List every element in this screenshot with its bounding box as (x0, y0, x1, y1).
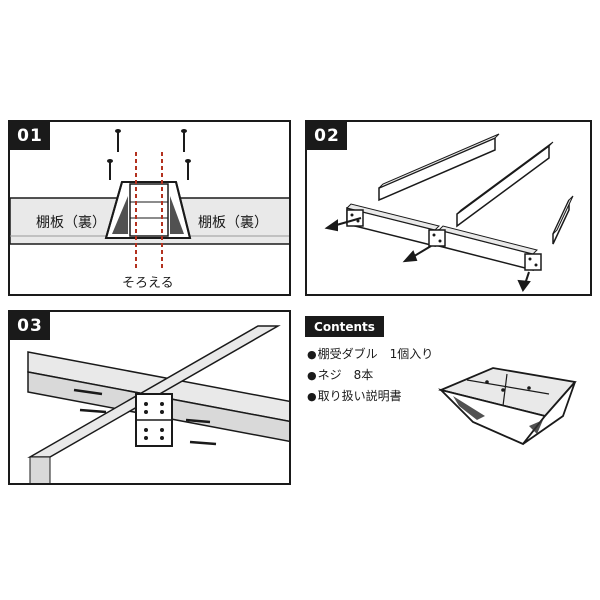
upper-shelf-boards (378, 133, 574, 245)
step-03-panel: 03 (8, 310, 291, 485)
step-02-number: 02 (307, 122, 347, 150)
step-03-number: 03 (10, 312, 50, 340)
contents-item-screws: ●ネジ 8本 (307, 365, 433, 386)
lower-shelf-boards (346, 203, 538, 271)
contents-item-manual: ●取り扱い説明書 (307, 386, 433, 407)
bullet-icon: ● (307, 369, 317, 382)
double-bracket-icon (438, 367, 577, 446)
step-01-illustration (10, 129, 289, 270)
step-03-illustration (27, 325, 289, 483)
screw-icon (107, 129, 191, 180)
contents-list: ●棚受ダブル 1個入り ●ネジ 8本 ●取り扱い説明書 (307, 344, 433, 407)
bullet-icon: ● (307, 390, 317, 403)
contents-item-bracket: ●棚受ダブル 1個入り (307, 344, 433, 365)
contents-item-label: 棚受ダブル 1個入り (317, 347, 434, 361)
screw-icon (73, 388, 217, 446)
align-note-label: そろえる (122, 276, 174, 291)
left-board-label: 棚板（裏） (36, 215, 106, 231)
contents-item-label: ネジ 8本 (317, 368, 374, 382)
bullet-icon: ● (307, 348, 317, 361)
alignment-guide-lines (135, 152, 163, 270)
contents-heading: Contents (305, 316, 384, 337)
right-board-label: 棚板（裏） (198, 215, 268, 231)
double-bracket (104, 181, 192, 239)
contents-item-label: 取り扱い説明書 (317, 389, 402, 403)
step-01-number: 01 (10, 122, 50, 150)
bracket-product-illustration (438, 367, 577, 446)
diagonal-shelf-board (27, 325, 281, 483)
double-bracket (135, 393, 173, 447)
step-01-panel: 01 棚板（ (8, 120, 291, 296)
step-02-panel: 02 (305, 120, 592, 296)
contents-section: Contents ●棚受ダブル 1個入り ●ネジ 8本 ●取り扱い説明書 (305, 310, 590, 485)
down-arrow-icon (324, 217, 531, 292)
step-02-illustration (324, 133, 574, 292)
bracket-icon (346, 209, 542, 271)
